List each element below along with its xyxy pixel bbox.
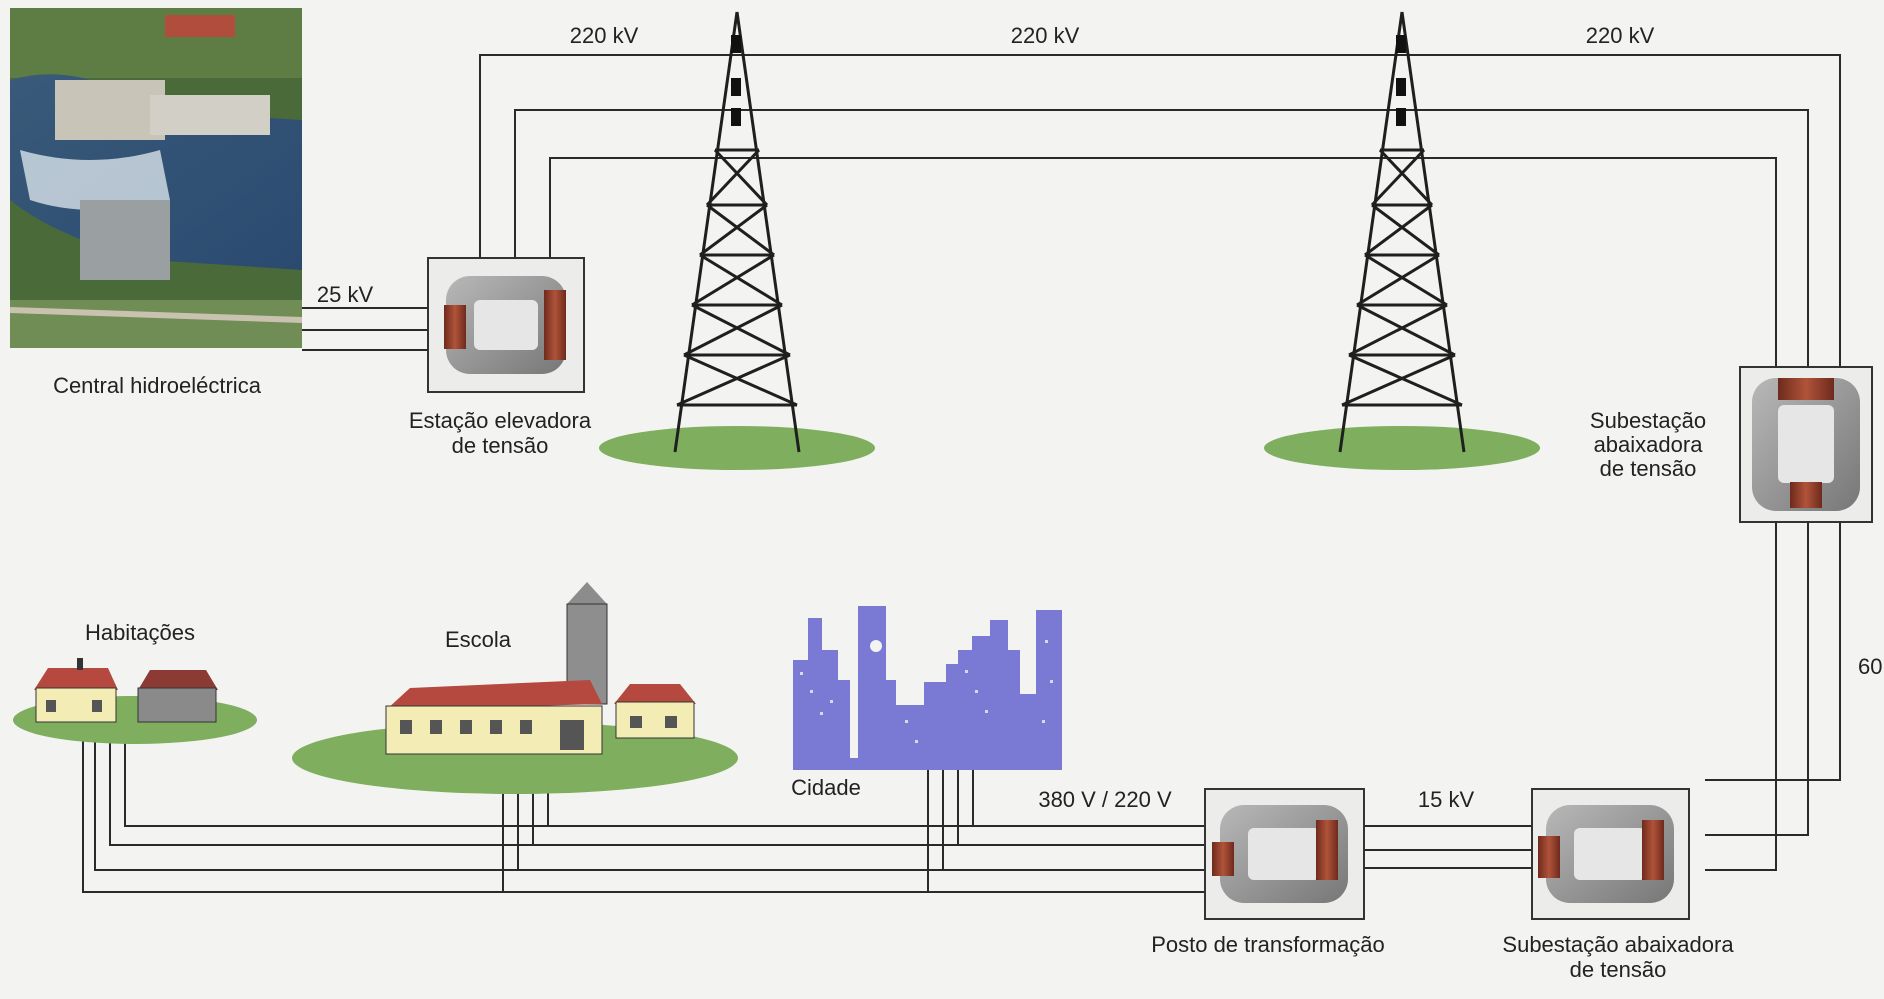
- transform-post-transformer: [1204, 788, 1365, 920]
- tower-left: [599, 11, 875, 470]
- hydro-plant-image: [9, 8, 303, 348]
- voltage-line-c-label: 220 kV: [1586, 23, 1655, 48]
- step-up-label-line2: de tensão: [452, 433, 549, 458]
- tower-right: [1264, 11, 1540, 470]
- school-illustration: [292, 582, 738, 794]
- city-label: Cidade: [791, 775, 861, 800]
- homes-illustration: [13, 658, 257, 744]
- voltage-subtransmission-label: 60: [1858, 654, 1882, 679]
- substation-bottom-label-line1: Subestação abaixadora: [1502, 932, 1734, 957]
- voltage-generator-label: 25 kV: [317, 282, 374, 307]
- substation-bottom-label-line2: de tensão: [1570, 957, 1667, 982]
- homes-label: Habitações: [85, 620, 195, 645]
- substation-right-label-line3: de tensão: [1600, 456, 1697, 481]
- school-label: Escola: [445, 627, 512, 652]
- step-up-label-line1: Estação elevadora: [409, 408, 592, 433]
- right-substation-transformer: [1739, 366, 1873, 523]
- voltage-distribution-label: 15 kV: [1418, 787, 1475, 812]
- voltage-line-b-label: 220 kV: [1011, 23, 1080, 48]
- substation-right-label-line2: abaixadora: [1594, 432, 1704, 457]
- wires: [82, 54, 1841, 893]
- substation-right-label-line1: Subestação: [1590, 408, 1706, 433]
- bottom-substation-transformer: [1531, 788, 1690, 920]
- voltage-line-a-label: 220 kV: [570, 23, 639, 48]
- transform-post-label: Posto de transformação: [1151, 932, 1385, 957]
- plant-label: Central hidroeléctrica: [53, 373, 262, 398]
- voltage-consumer-label: 380 V / 220 V: [1038, 787, 1172, 812]
- step-up-transformer: [427, 257, 585, 393]
- city-illustration: [793, 606, 1062, 770]
